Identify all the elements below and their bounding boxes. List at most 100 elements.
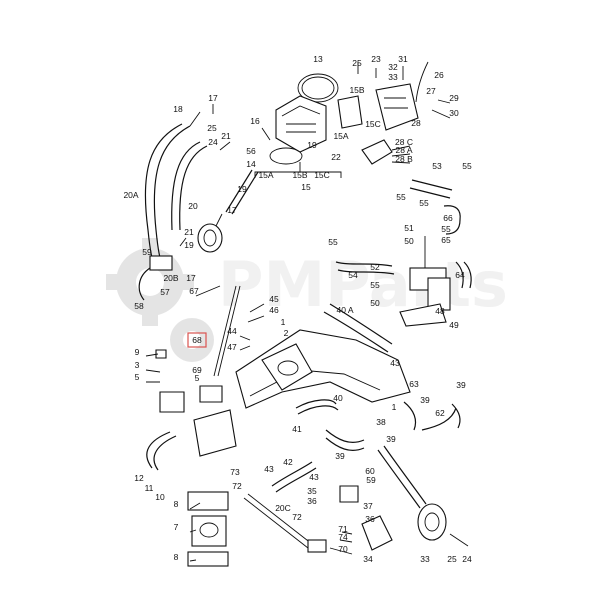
part-label: 74: [338, 532, 348, 542]
part-label: 20: [188, 201, 198, 211]
part-label: 31: [398, 54, 408, 64]
part-label: 18: [173, 104, 183, 114]
part-label: 69: [192, 365, 202, 375]
part-label: 72: [292, 512, 302, 522]
part-label: 10: [155, 492, 165, 502]
part-label: 15C: [314, 170, 330, 180]
part-label: 20C: [275, 503, 291, 513]
part-label: 9: [135, 347, 140, 357]
part-label: 24: [208, 137, 218, 147]
part-label: 65: [441, 235, 451, 245]
part-label: 25: [447, 554, 457, 564]
part-label: 1: [281, 317, 286, 327]
part-label: 67: [189, 286, 199, 296]
part-label: 19: [237, 184, 247, 194]
part-label: 55: [370, 280, 380, 290]
part-label: 28: [411, 118, 421, 128]
right-cluster: [399, 179, 472, 327]
part-label: 41: [292, 424, 302, 434]
part-label: 50: [404, 236, 414, 246]
part-label: 55: [441, 224, 451, 234]
part-label: 11: [145, 483, 154, 493]
part-label: 63: [409, 379, 419, 389]
part-label: 15B: [292, 170, 307, 180]
part-label: 39: [335, 451, 345, 461]
part-label: 32: [388, 62, 398, 72]
part-label: 62: [435, 408, 445, 418]
part-label: 15A: [258, 170, 273, 180]
part-label: 44: [227, 326, 237, 336]
part-label: 66: [443, 213, 453, 223]
part-label: 7: [174, 522, 179, 532]
part-label: 22: [331, 152, 341, 162]
watermark-text: PMParts: [218, 248, 508, 321]
part-label: 53: [432, 161, 442, 171]
part-label: 39: [386, 434, 396, 444]
part-label: 55: [419, 198, 429, 208]
part-label: 43: [264, 464, 274, 474]
part-label: 16: [250, 116, 260, 126]
part-label: 25: [352, 58, 362, 68]
part-label: 39: [456, 380, 466, 390]
part-label: 17: [227, 205, 237, 215]
part-label: 13: [313, 54, 323, 64]
part-label: 8: [174, 499, 179, 509]
part-label: 20B: [163, 273, 178, 283]
part-label: 21: [184, 227, 194, 237]
part-label: 5: [135, 372, 140, 382]
part-label: 40 A: [336, 305, 353, 315]
part-label: 55: [396, 192, 406, 202]
part-label: 28 C: [395, 137, 413, 147]
carburetor-assembly: [254, 61, 429, 178]
part-label: 55: [462, 161, 472, 171]
part-label: 60: [365, 466, 375, 476]
lower-assembly: [243, 401, 469, 553]
part-label: 25: [207, 123, 217, 133]
part-label: 37: [363, 501, 373, 511]
part-label: 45: [269, 294, 279, 304]
part-label: 46: [269, 305, 279, 315]
part-label: 19: [307, 140, 317, 150]
part-label: 3: [135, 360, 140, 370]
part-label: 48: [435, 306, 445, 316]
part-label: 15A: [333, 131, 348, 141]
part-label: 56: [246, 146, 256, 156]
watermark: PMParts: [106, 238, 508, 362]
part-label: 21: [221, 131, 231, 141]
part-label: 38: [376, 417, 386, 427]
part-label: 23: [371, 54, 381, 64]
part-label: 47: [227, 342, 237, 352]
part-label: 55: [328, 237, 338, 247]
part-label: 57: [160, 287, 170, 297]
part-label: 73: [230, 467, 240, 477]
part-label: 39: [420, 395, 430, 405]
part-label: 70: [338, 544, 348, 554]
part-label: 59: [366, 475, 376, 485]
left-hoses: [138, 123, 259, 301]
part-label: 28 A: [395, 145, 412, 155]
part-label: 14: [246, 159, 256, 169]
part-label: 29: [449, 93, 459, 103]
part-label: 17: [186, 273, 196, 283]
part-label: 36: [307, 496, 317, 506]
part-label: 49: [449, 320, 459, 330]
rod-68: [213, 285, 241, 377]
part-label: 27: [426, 86, 436, 96]
part-label: 71: [338, 524, 348, 534]
part-label: 8: [174, 552, 179, 562]
part-label: 50: [370, 298, 380, 308]
part-label: 33: [420, 554, 430, 564]
part-label: 2: [284, 328, 289, 338]
part-label: 15B: [349, 85, 364, 95]
part-label: 19: [184, 240, 194, 250]
part-label: 17: [208, 93, 218, 103]
part-label: 5: [195, 373, 200, 383]
part-label: 35: [307, 486, 317, 496]
part-label: 51: [404, 223, 414, 233]
part-label: 58: [134, 301, 144, 311]
part-label: 28 B: [395, 154, 413, 164]
part-label: 54: [348, 270, 358, 280]
part-label: 43: [390, 358, 400, 368]
part-label: 24: [462, 554, 472, 564]
